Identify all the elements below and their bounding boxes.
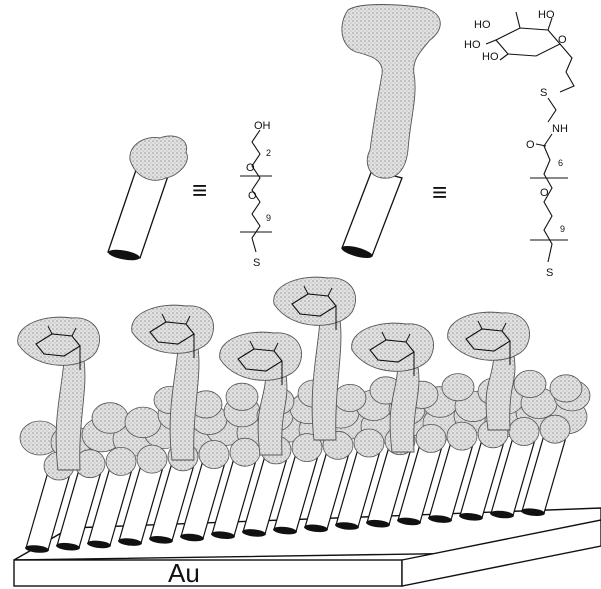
sulfur-label-1: S xyxy=(253,257,260,269)
ho-label-4: HO xyxy=(482,51,499,63)
head-group-blob xyxy=(334,384,366,411)
carbonyl-oxygen-label: O xyxy=(526,139,535,151)
equivalence-sign-1: ≡ xyxy=(192,175,207,205)
sulfur-label-3: S xyxy=(546,267,553,279)
ho-label-2: HO xyxy=(538,9,555,21)
alkyl-repeat-9-short: 9 xyxy=(266,213,271,223)
oxygen-label-3: O xyxy=(540,187,549,199)
substrate-label: Au xyxy=(168,558,200,588)
head-group-blob xyxy=(442,374,474,401)
head-group-blob xyxy=(514,370,546,397)
alkyl-repeat-9-long: 9 xyxy=(560,224,565,234)
sulfur-label-2: S xyxy=(540,87,547,99)
oxygen-label-2: O xyxy=(248,190,257,202)
head-group-blob xyxy=(92,403,128,434)
head-group-blob xyxy=(550,375,582,402)
head-group-blob xyxy=(125,407,161,438)
ho-label-3: HO xyxy=(464,39,481,51)
oh-label: OH xyxy=(254,120,271,132)
oxygen-label-1: O xyxy=(246,162,255,174)
peg-repeat-6: 6 xyxy=(558,158,563,168)
ring-oxygen-label: O xyxy=(558,34,567,46)
head-group-blob xyxy=(226,383,258,410)
peg-repeat-2: 2 xyxy=(266,148,271,158)
equivalence-sign-2: ≡ xyxy=(432,177,447,207)
short-molecule-model xyxy=(107,136,187,262)
long-molecule-structure: HO HO HO HO O S NH O O 6 9 S xyxy=(464,9,574,279)
ho-label-1: HO xyxy=(474,19,491,31)
nh-label: NH xyxy=(552,123,568,135)
long-molecule-model xyxy=(340,5,440,261)
short-molecule-structure: OH O O 2 9 S xyxy=(240,120,272,269)
